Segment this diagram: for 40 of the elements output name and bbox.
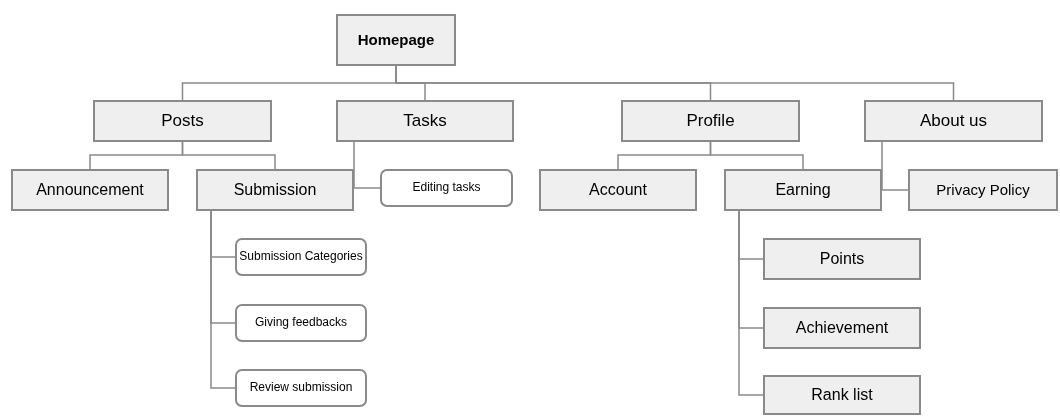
node-label: Tasks (403, 111, 447, 131)
node-label: Giving feedbacks (254, 316, 348, 330)
connector-line (738, 210, 764, 396)
connector-line (353, 141, 381, 189)
page-box (763, 238, 921, 280)
page-box (864, 100, 1043, 142)
page-box (763, 375, 921, 415)
node-label: Achievement (795, 319, 889, 337)
page-box (621, 100, 800, 142)
connector-line (210, 210, 236, 389)
rounded-box (235, 369, 367, 407)
connector-line (181, 141, 276, 170)
node-label: Announcement (36, 181, 144, 199)
page-box (539, 169, 697, 211)
page-box (93, 100, 272, 142)
page-box (336, 100, 514, 142)
page-box (724, 169, 882, 211)
node-label: Editing tasks (412, 181, 481, 195)
connector-line (709, 141, 804, 170)
node-label: Rank list (811, 386, 873, 404)
page-box (908, 169, 1058, 211)
node-label: Review submission (249, 381, 353, 395)
connector-line (881, 141, 909, 191)
node-label: Profile (686, 111, 735, 131)
page-box (11, 169, 169, 211)
node-label: About us (919, 111, 988, 131)
page-box (196, 169, 354, 211)
node-label: Posts (161, 111, 204, 131)
rounded-box (235, 304, 367, 342)
page-box (336, 14, 456, 66)
rounded-box (380, 169, 513, 207)
node-label: Submission Categories (239, 250, 363, 264)
node-label: Homepage (357, 31, 435, 49)
node-label: Earning (775, 181, 831, 199)
node-label: Account (589, 181, 647, 199)
page-box (763, 307, 921, 349)
rounded-box (235, 238, 367, 276)
node-label: Points (819, 250, 865, 268)
node-label: Submission (233, 181, 317, 199)
node-label: Privacy Policy (936, 181, 1030, 199)
